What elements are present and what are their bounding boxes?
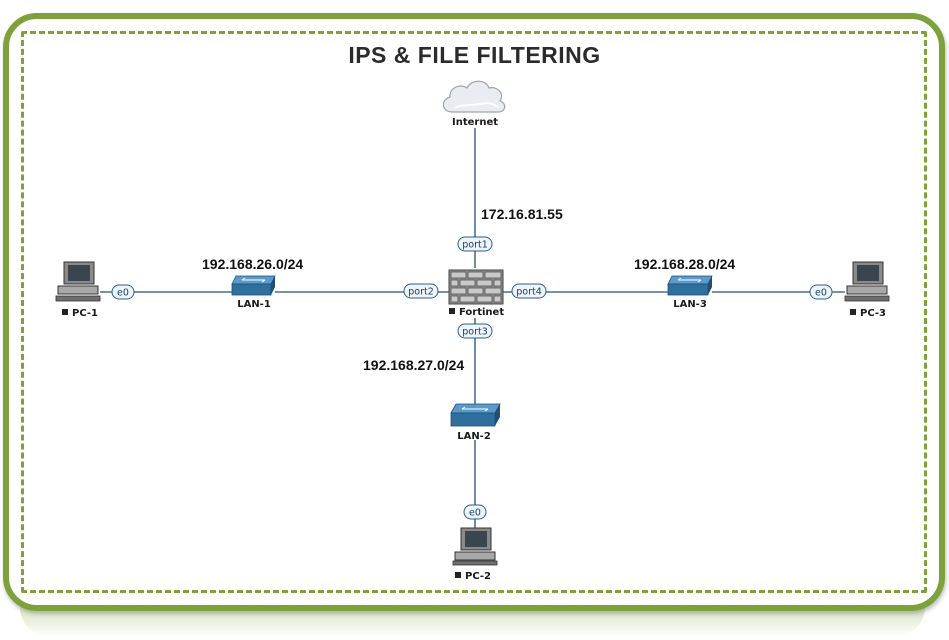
pc3-label: PC-3 [860,308,886,319]
lan3-network-label: 192.168.28.0/24 [634,256,735,272]
cloud-icon [442,80,506,113]
port-badge: e0 [809,284,833,300]
port-badge: e0 [463,504,487,520]
lan3-label: LAN-3 [673,299,707,310]
computer-icon [55,261,101,302]
port-badge: port4 [511,283,547,299]
wan-address-label: 172.16.81.55 [481,206,563,222]
port3-label: port3 [462,327,488,338]
port-badge: port3 [457,323,493,339]
pc1-label: PC-1 [72,308,98,319]
pc2-port-label: e0 [469,508,481,519]
pc3-port-label: e0 [815,288,827,299]
diagram-title: IPS & FILE FILTERING [348,42,601,68]
firewall-icon [448,269,504,305]
pc2-label: PC-2 [465,571,491,582]
port-badge: e0 [111,284,135,300]
dashed-inner-border [21,31,927,593]
lan2-network-label: 192.168.27.0/24 [363,357,464,373]
port-badge: port2 [403,283,439,299]
switch-icon [231,275,276,296]
computer-icon [452,527,498,566]
lan1-label: LAN-1 [237,299,271,310]
lan2-label: LAN-2 [457,431,491,442]
firewall-label: Fortinet [459,307,504,318]
switch-icon [667,275,713,296]
port1-label: port1 [462,240,488,251]
status-square-icon [455,572,461,578]
pc1-port-label: e0 [117,288,129,299]
computer-icon [844,261,890,302]
port2-label: port2 [408,287,434,298]
internet-label: Internet [452,117,498,128]
status-square-icon [449,308,455,314]
port4-label: port4 [516,287,542,298]
status-square-icon [850,309,856,315]
status-square-icon [62,309,68,315]
switch-icon [450,403,501,427]
port-badge: port1 [457,236,493,252]
frame-reflection [20,607,925,637]
lan1-network-label: 192.168.26.0/24 [202,256,303,272]
